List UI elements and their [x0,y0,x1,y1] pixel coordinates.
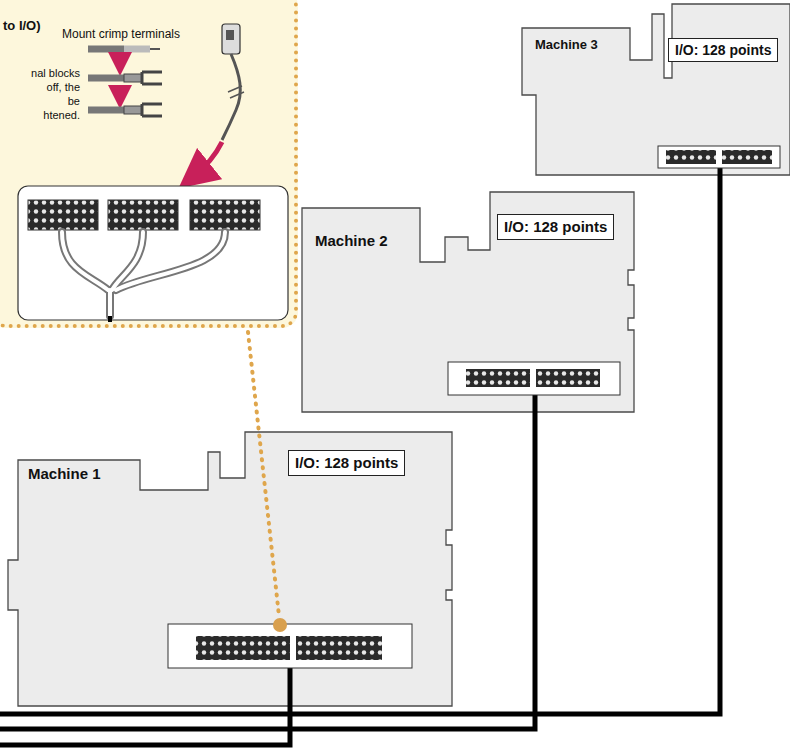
machine-label: Machine 3 [535,37,598,52]
leader-line [248,332,279,616]
machine-label: Machine 2 [315,232,388,249]
sensor [222,24,244,140]
step-label: Mount crimp terminals [62,27,180,41]
machine-body [518,0,790,178]
pointer-arrow [194,142,222,176]
io-box: I/O: 128 points [288,450,405,476]
io-box: I/O: 128 points [668,38,778,62]
machine-outline: Machine 3 I/O: 128 points [518,0,790,178]
machine-label: Machine 1 [28,465,101,482]
machine-outline: Machine 1 I/O: 128 points [6,428,456,710]
io-label: I/O: 128 points [504,218,607,235]
leader-dot [273,618,287,632]
io-label: I/O: 128 points [295,454,398,471]
callout-note: nal blocks off, the be htened. [31,66,80,122]
io-box: I/O: 128 points [497,214,614,240]
callout-panel: to I/O) Mount crimp terminals nal blocks o… [0,0,298,328]
io-label: I/O: 128 points [675,42,771,58]
terminal-block [168,146,780,668]
cable [0,164,720,745]
terminal-board [18,186,288,322]
machine-outline: Machine 2 I/O: 128 points [296,188,636,414]
callout-heading: to I/O) [3,18,41,33]
crimp-terminal-steps [88,49,162,116]
